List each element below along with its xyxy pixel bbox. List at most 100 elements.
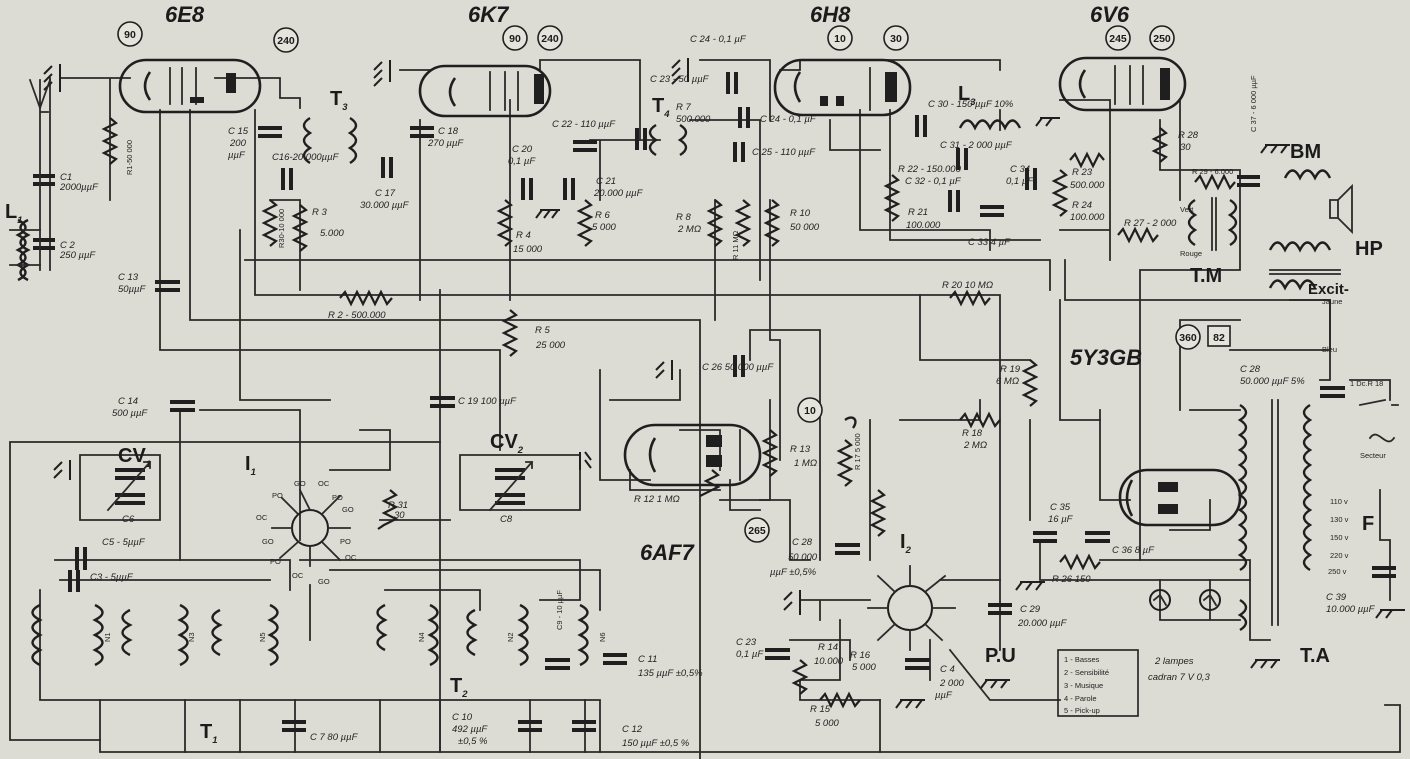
voltage-30: 30 xyxy=(890,33,902,45)
label-fuse-value: 1 Dc.R 18 xyxy=(1350,379,1383,388)
tube-6af7 xyxy=(623,423,762,487)
value-c29: 20.000 µµF xyxy=(1017,618,1068,629)
tube-6e8 xyxy=(118,58,262,114)
label-bm: BM xyxy=(1290,141,1321,163)
value-r19: 6 MΩ xyxy=(996,376,1019,387)
tap-150: 150 v xyxy=(1330,533,1349,542)
label-c16: C16-20 000µµF xyxy=(272,152,340,163)
wiring xyxy=(9,59,1401,759)
label-c34: C 34 xyxy=(1010,164,1030,175)
legend: 1 - Basses 2 - Sensibilité 3 - Musique 4… xyxy=(1064,655,1211,715)
label-r26: R 26 150 xyxy=(1052,574,1091,585)
value-r31: 30 xyxy=(394,510,405,521)
label-r6: R 6 xyxy=(595,210,611,221)
label-c9: C9 - 10 µµF xyxy=(555,590,564,630)
switch-po: PO xyxy=(340,537,351,546)
label-cv1: CV1 xyxy=(118,445,151,470)
label-vert: Vert xyxy=(1180,205,1194,214)
voltage-90: 90 xyxy=(509,33,521,45)
value-c4: 2 000 xyxy=(939,678,964,689)
label-c17: C 17 xyxy=(375,188,396,199)
ground-symbols xyxy=(43,58,1405,709)
label-c4: C 4 xyxy=(940,664,955,675)
label-c23: C 23 - 50 µµF xyxy=(650,74,710,85)
dial-lamps xyxy=(1149,589,1221,611)
switch-i2 xyxy=(867,565,956,651)
value-c2: 250 µµF xyxy=(59,250,96,261)
switch-i1 xyxy=(271,488,351,567)
label-tm: T.M xyxy=(1190,265,1222,287)
voltage-250: 250 xyxy=(1153,33,1171,45)
value-c20: 0,1 µF xyxy=(508,156,536,167)
switch-oc: OC xyxy=(256,513,268,522)
label-c8: C8 xyxy=(500,514,513,525)
label-rouge: Rouge xyxy=(1180,249,1202,258)
label-c2: C 2 xyxy=(60,240,76,251)
label-i2: I2 xyxy=(900,531,912,556)
value-r13: 1 MΩ xyxy=(794,458,817,469)
switch-po: PO xyxy=(332,493,343,502)
tube-label-6e8: 6E8 xyxy=(165,2,205,27)
label-i1: I1 xyxy=(245,453,256,478)
label-r29: R 29 - 6.000 xyxy=(1192,167,1233,176)
tube-6k7 xyxy=(418,64,552,118)
label-c15: C 15 xyxy=(228,126,249,137)
label-c29: C 29 xyxy=(1020,604,1041,615)
tube-label-6v6: 6V6 xyxy=(1090,2,1130,27)
label-c13: C 13 xyxy=(118,272,139,283)
voltage-90: 90 xyxy=(124,29,136,41)
label-r4: R 4 xyxy=(516,230,531,241)
label-c31: C 31 - 2 000 µµF xyxy=(940,140,1013,151)
value-c28: 50 000 xyxy=(788,552,818,563)
voltage-245: 245 xyxy=(1109,33,1127,45)
capacitors xyxy=(33,72,1396,732)
value-c1: 2000µµF xyxy=(59,182,99,193)
value-r23: 500.000 xyxy=(1070,180,1105,191)
label-r2: R 2 - 500.000 xyxy=(328,310,386,321)
label-n2: N2 xyxy=(506,632,515,642)
label-pu: P.U xyxy=(985,645,1016,667)
label-r7: R 7 xyxy=(676,102,692,113)
label-c24a: C 24 - 0,1 µF xyxy=(690,34,747,45)
legend-item: 4 - Parole xyxy=(1064,694,1097,703)
voltage-10: 10 xyxy=(804,405,816,417)
label-c24b: C 24 - 0,1 µF xyxy=(760,114,817,125)
label-r20: R 20 10 MΩ xyxy=(942,280,993,291)
label-r15: R 15 xyxy=(810,704,831,715)
tube-labels: 6E8 6K7 6H8 6V6 6AF7 5Y3GB xyxy=(165,2,1142,565)
label-r21: R 21 xyxy=(908,207,928,218)
label-r28: R 28 xyxy=(1178,130,1199,141)
label-l3: L3 xyxy=(958,83,976,108)
label-c35: C 35 xyxy=(1050,502,1071,513)
label-r3: R 3 xyxy=(312,207,328,218)
value-r6: 5 000 xyxy=(592,222,616,233)
tolerance-c10: ±0,5 % xyxy=(458,736,488,747)
voltage-240: 240 xyxy=(541,33,559,45)
value-r18: 2 MΩ xyxy=(963,440,987,451)
value-c15-b: µµF xyxy=(228,150,246,161)
label-c32: C 32 - 0,1 µF xyxy=(905,176,962,187)
voltage-82: 82 xyxy=(1213,332,1225,344)
legend-lamps: 2 lampes xyxy=(1154,656,1194,667)
value-r3: 5.000 xyxy=(320,228,344,239)
label-c12: C 12 xyxy=(622,724,643,735)
value-c28b: 50.000 µµF 5% xyxy=(1240,376,1305,387)
label-r27: R 27 - 2 000 xyxy=(1124,218,1177,229)
label-r13: R 13 xyxy=(790,444,811,455)
block-labels: L1 L3 T1 T2 T3 T4 I1 I2 CV1 CV2 BM HP T.… xyxy=(5,83,1383,746)
label-l1: L1 xyxy=(5,201,23,226)
label-c25: C 25 - 110 µµF xyxy=(752,147,816,158)
tube-label-6k7: 6K7 xyxy=(468,2,510,27)
value-r7: 500.000 xyxy=(676,114,711,125)
tap-110: 110 v xyxy=(1330,497,1348,506)
legend-item: 5 - Pick-up xyxy=(1064,706,1100,715)
value-c13: 50µµF xyxy=(118,284,147,295)
mains-fuse xyxy=(1358,398,1399,443)
value-r28: 30 xyxy=(1180,142,1191,153)
label-c6: C6 xyxy=(122,514,135,525)
unit-c4: µµF xyxy=(935,690,953,701)
switch-go: GO xyxy=(262,537,274,546)
value-c34: 0,1 µF xyxy=(1006,176,1034,187)
label-n5: N5 xyxy=(258,632,267,642)
